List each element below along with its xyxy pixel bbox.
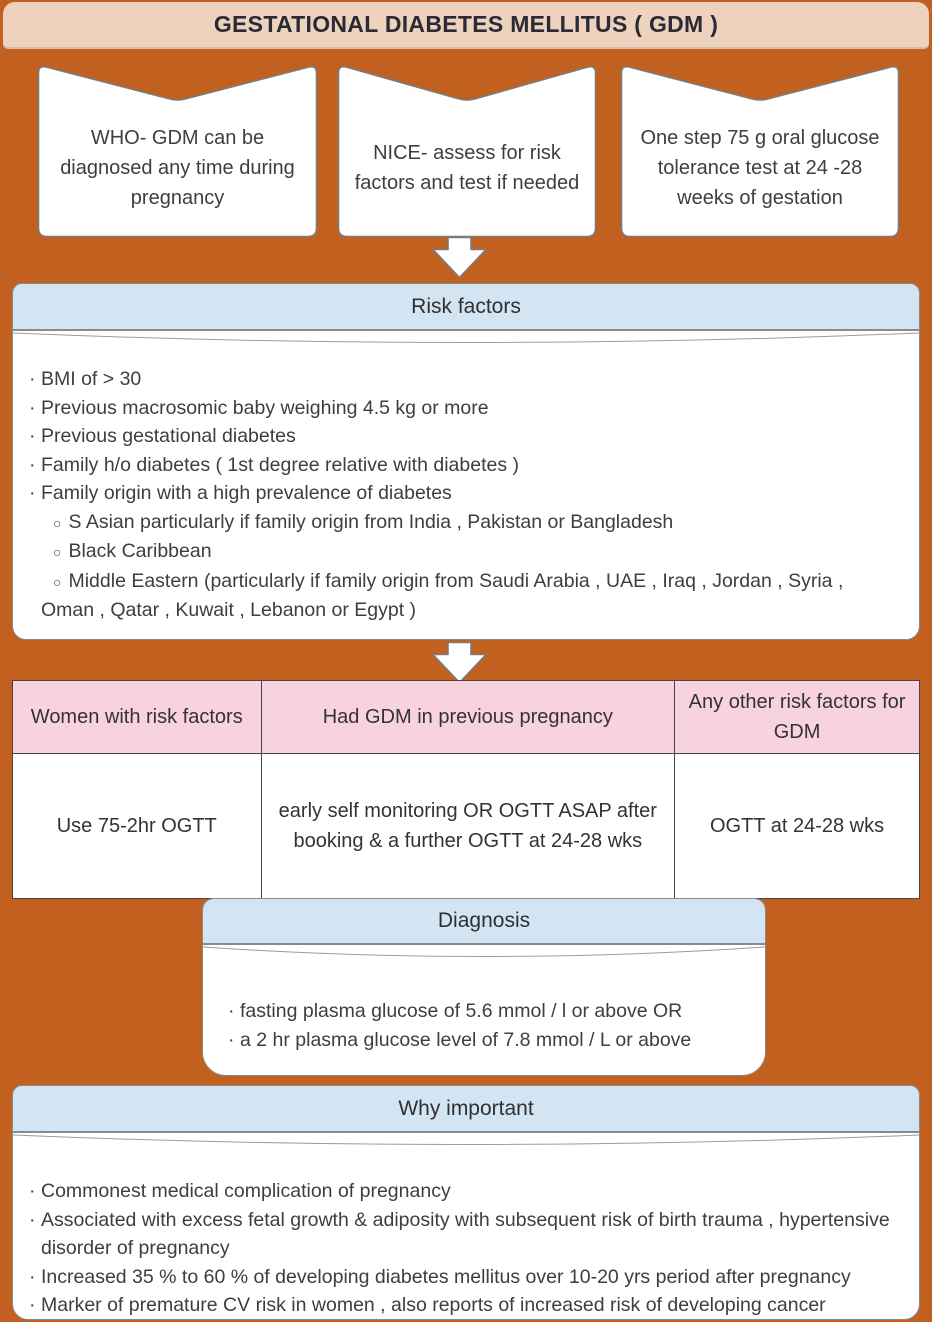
info-box-nice-text: NICE- assess for risk factors and test i… <box>354 141 580 194</box>
list-item: ·Family h/o diabetes ( 1st degree relati… <box>13 451 901 480</box>
list-item: ·Family origin with a high prevalence of… <box>13 479 901 508</box>
list-item-text: Associated with excess fetal growth & ad… <box>41 1208 890 1260</box>
list-sub-item: ○ Black Caribbean <box>13 537 901 567</box>
list-item: ·Marker of premature CV risk in women , … <box>13 1291 905 1320</box>
dot-bullet-icon: · <box>228 1000 235 1022</box>
list-item: ·Increased 35 % to 60 % of developing di… <box>13 1263 905 1292</box>
table-header-cell: Any other risk factors for GDM <box>674 680 920 754</box>
dot-bullet-icon: · <box>29 425 36 447</box>
risk-factors-title: Risk factors <box>411 294 521 318</box>
dot-bullet-icon: · <box>29 1265 36 1288</box>
wave-divider <box>203 945 765 967</box>
why-important-title: Why important <box>398 1096 534 1120</box>
circle-bullet-icon: ○ <box>53 573 62 590</box>
list-item-text: a 2 hr plasma glucose level of 7.8 mmol … <box>240 1029 692 1051</box>
why-important-body: ·Commonest medical complication of pregn… <box>12 1132 920 1320</box>
list-item-text: Black Caribbean <box>68 540 212 562</box>
risk-factors-body: ·BMI of > 30 ·Previous macrosomic baby w… <box>12 330 920 640</box>
list-item: ·fasting plasma glucose of 5.6 mmol / l … <box>203 997 747 1026</box>
list-item: ·Commonest medical complication of pregn… <box>13 1177 905 1206</box>
page-title: GESTATIONAL DIABETES MELLITUS ( GDM ) <box>213 11 719 37</box>
dot-bullet-icon: · <box>228 1029 235 1051</box>
list-item-text: fasting plasma glucose of 5.6 mmol / l o… <box>240 1000 683 1022</box>
circle-bullet-icon: ○ <box>53 544 62 560</box>
info-box-who-text: WHO- GDM can be diagnosed any time durin… <box>60 126 295 209</box>
table-cell: early self monitoring OR OGTT ASAP after… <box>260 753 676 899</box>
wave-divider <box>13 1133 919 1155</box>
dot-bullet-icon: · <box>29 453 36 476</box>
dot-bullet-icon: · <box>29 1180 36 1202</box>
list-item-text: BMI of > 30 <box>41 368 142 390</box>
circle-bullet-icon: ○ <box>53 514 62 531</box>
diagnosis-title: Diagnosis <box>437 909 531 932</box>
info-box-ogtt: One step 75 g oral glucose tolerance tes… <box>620 63 900 238</box>
list-item: ·a 2 hr plasma glucose level of 7.8 mmol… <box>203 1026 747 1055</box>
risk-factors-header: Risk factors <box>12 283 920 330</box>
dot-bullet-icon: · <box>29 1294 36 1316</box>
list-item-text: Marker of premature CV risk in women , a… <box>41 1294 826 1316</box>
chevron-box-shape <box>337 65 597 238</box>
info-box-who: WHO- GDM can be diagnosed any time durin… <box>37 63 318 238</box>
list-item: ·Associated with excess fetal growth & a… <box>13 1206 905 1263</box>
list-item-text: Increased 35 % to 60 % of developing dia… <box>41 1265 851 1288</box>
table-cell: Use 75-2hr OGTT <box>12 753 262 899</box>
list-item-text: Family h/o diabetes ( 1st degree relativ… <box>41 453 519 476</box>
list-item: ·Previous gestational diabetes <box>13 422 901 451</box>
list-item-text: Commonest medical complication of pregna… <box>41 1180 451 1202</box>
dot-bullet-icon: · <box>29 396 36 419</box>
why-important-header: Why important <box>12 1085 920 1132</box>
table-header-cell: Had GDM in previous pregnancy <box>260 680 676 754</box>
table-header-cell: Women with risk factors <box>12 680 262 754</box>
list-item: ·BMI of > 30 <box>13 365 901 394</box>
list-item: ·Previous macrosomic baby weighing 4.5 k… <box>13 394 901 423</box>
list-item-text: Previous macrosomic baby weighing 4.5 kg… <box>41 396 489 419</box>
dot-bullet-icon: · <box>29 482 36 504</box>
list-sub-item: ○ S Asian particularly if family origin f… <box>13 508 901 538</box>
table-cell: OGTT at 24-28 wks <box>674 753 920 899</box>
down-arrow-icon <box>432 236 487 279</box>
list-item-text: Family origin with a high prevalence of … <box>41 482 452 504</box>
list-item-text: S Asian particularly if family origin fr… <box>68 510 674 533</box>
info-box-ogtt-text: One step 75 g oral glucose tolerance tes… <box>640 126 880 209</box>
diagnosis-header: Diagnosis <box>202 898 766 944</box>
dot-bullet-icon: · <box>29 1208 36 1231</box>
screening-table: Women with risk factors Had GDM in previ… <box>12 680 920 899</box>
chevron-box-shape <box>37 65 318 238</box>
table-row: Use 75-2hr OGTT early self monitoring OR… <box>12 753 920 899</box>
title-bar: GESTATIONAL DIABETES MELLITUS ( GDM ) <box>3 2 929 49</box>
wave-divider <box>13 331 919 353</box>
chevron-box-shape <box>620 65 900 238</box>
list-item-text: Middle Eastern (particularly if family o… <box>41 569 844 622</box>
list-sub-item: ○Middle Eastern (particularly if family … <box>13 567 901 625</box>
down-arrow-icon <box>432 641 487 684</box>
table-header-row: Women with risk factors Had GDM in previ… <box>12 680 920 754</box>
diagnosis-body: ·fasting plasma glucose of 5.6 mmol / l … <box>202 944 766 1076</box>
list-item-text: Previous gestational diabetes <box>41 425 296 447</box>
info-box-nice: NICE- assess for risk factors and test i… <box>337 63 597 238</box>
dot-bullet-icon: · <box>29 368 36 390</box>
